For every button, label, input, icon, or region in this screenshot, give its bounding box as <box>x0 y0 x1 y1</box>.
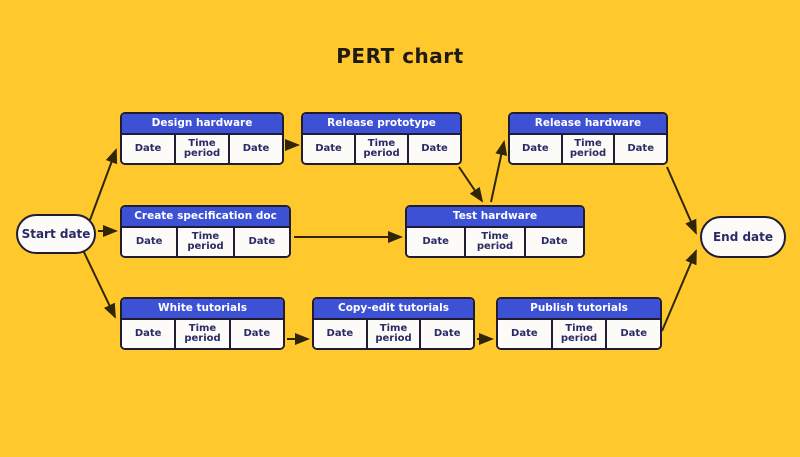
date-end-cell: Date <box>407 135 460 163</box>
date-start-cell: Date <box>498 320 551 348</box>
connector-start-to-white-tutorials <box>81 247 116 319</box>
connector-release-hardware-to-end <box>666 166 697 235</box>
date-start-cell: Date <box>407 228 465 256</box>
date-end-cell: Date <box>613 135 666 163</box>
time-period-cell: Time period <box>174 135 228 163</box>
date-end-cell: Date <box>605 320 660 348</box>
task-title: White tutorials <box>122 299 283 320</box>
task-title: Publish tutorials <box>498 299 660 320</box>
date-end-cell: Date <box>228 320 283 348</box>
page-title: PERT chart <box>336 44 464 68</box>
time-period-cell: Time period <box>550 320 606 348</box>
time-period-cell: Time period <box>560 135 614 163</box>
date-start-cell: Date <box>303 135 354 163</box>
task-box-create-specification-doc[interactable]: Create specification doc Date Time perio… <box>120 205 291 258</box>
task-title: Design hardware <box>122 114 282 135</box>
connector-release-prototype-to-test-hardware <box>458 166 484 203</box>
time-period-cell: Time period <box>464 228 524 256</box>
task-box-design-hardware[interactable]: Design hardware Date Time period Date <box>120 112 284 165</box>
time-period-cell: Time period <box>354 135 407 163</box>
date-end-cell: Date <box>228 135 282 163</box>
time-period-cell: Time period <box>174 320 229 348</box>
task-box-release-hardware[interactable]: Release hardware Date Time period Date <box>508 112 668 165</box>
task-box-white-tutorials[interactable]: White tutorials Date Time period Date <box>120 297 285 350</box>
date-start-cell: Date <box>122 228 177 256</box>
end-date-node[interactable]: End date <box>700 216 786 258</box>
date-end-cell: Date <box>232 228 289 256</box>
task-box-publish-tutorials[interactable]: Publish tutorials Date Time period Date <box>496 297 662 350</box>
start-date-label: Start date <box>21 227 91 241</box>
task-title: Release hardware <box>510 114 666 135</box>
date-start-cell: Date <box>122 320 175 348</box>
connector-publish-tutorials-to-end <box>661 249 697 332</box>
time-period-cell: Time period <box>176 228 233 256</box>
date-start-cell: Date <box>510 135 561 163</box>
date-end-cell: Date <box>523 228 583 256</box>
task-box-test-hardware[interactable]: Test hardware Date Time period Date <box>405 205 585 258</box>
connector-start-to-design-hardware <box>89 148 118 221</box>
connector-test-hardware-to-release-hardware <box>490 140 508 203</box>
task-title: Copy-edit tutorials <box>314 299 473 320</box>
task-title: Test hardware <box>407 207 583 228</box>
date-start-cell: Date <box>314 320 366 348</box>
task-box-release-prototype[interactable]: Release prototype Date Time period Date <box>301 112 462 165</box>
end-date-label: End date <box>712 230 774 244</box>
task-box-copy-edit-tutorials[interactable]: Copy-edit tutorials Date Time period Dat… <box>312 297 475 350</box>
start-date-node[interactable]: Start date <box>16 214 96 254</box>
date-start-cell: Date <box>122 135 174 163</box>
task-title: Create specification doc <box>122 207 289 228</box>
time-period-cell: Time period <box>365 320 420 348</box>
date-end-cell: Date <box>419 320 473 348</box>
task-title: Release prototype <box>303 114 460 135</box>
